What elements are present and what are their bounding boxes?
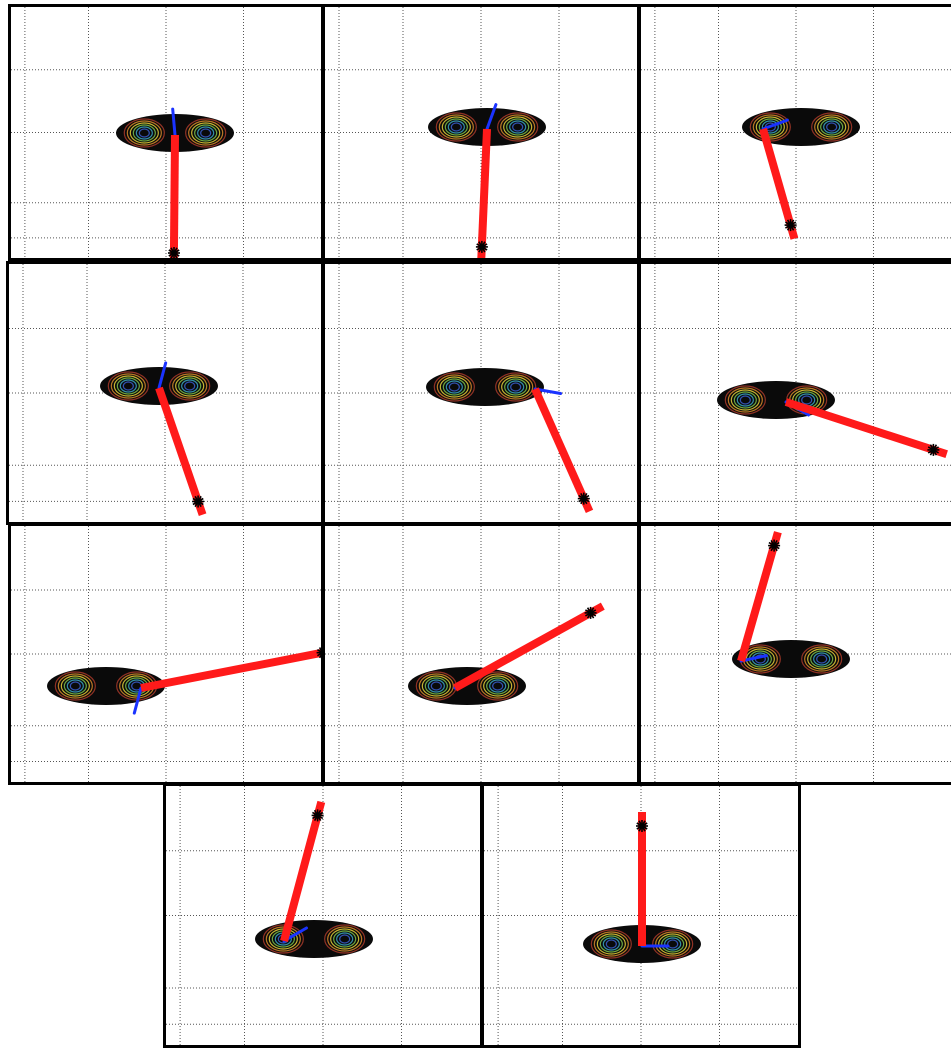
- tip-marker: [168, 247, 180, 258]
- tip-marker: [636, 820, 648, 832]
- snapshot-plot: [325, 526, 637, 782]
- tip-marker: [584, 606, 597, 619]
- pendulum-rod: [169, 134, 179, 258]
- snapshot-frame-4: [6, 261, 324, 525]
- snapshot-plot: [641, 7, 951, 258]
- snapshot-frame-8: [322, 523, 640, 785]
- grid-lines: [166, 786, 480, 1045]
- tip-marker: [192, 495, 205, 508]
- snapshot-plot: [641, 264, 951, 522]
- grid-lines: [641, 264, 951, 522]
- tip-marker: [316, 647, 321, 659]
- tip-marker: [784, 219, 797, 232]
- rigid-body-ellipse: [116, 114, 234, 152]
- pendulum-rod: [784, 398, 948, 459]
- pendulum-rod: [280, 800, 326, 943]
- snapshot-frame-2: [322, 4, 640, 261]
- grid-lines: [11, 526, 321, 782]
- pendulum-rod: [477, 128, 491, 258]
- pendulum-rod: [759, 127, 799, 240]
- tip-marker: [475, 240, 488, 253]
- direction-marker: [761, 118, 789, 131]
- snapshot-frame-7: [8, 523, 324, 785]
- rigid-body-ellipse: [408, 667, 526, 705]
- pendulum-rod: [140, 648, 321, 692]
- grid-lines: [325, 526, 637, 782]
- snapshot-frame-5: [322, 261, 640, 525]
- pendulum-rod: [531, 387, 594, 514]
- direction-marker: [157, 361, 168, 390]
- snapshot-plot: [484, 786, 798, 1045]
- direction-marker: [132, 686, 143, 715]
- snapshot-frame-6: [638, 261, 951, 525]
- pendulum-rod: [155, 386, 207, 517]
- grid-lines: [641, 526, 951, 782]
- snapshot-frame-1: [8, 4, 324, 261]
- snapshot-frame-11: [481, 783, 801, 1048]
- grid-lines: [11, 7, 321, 258]
- snapshot-plot: [166, 786, 480, 1045]
- rigid-body-ellipse: [255, 920, 373, 958]
- direction-marker: [171, 107, 177, 137]
- snapshot-frame-9: [638, 523, 951, 785]
- snapshot-frame-10: [163, 783, 483, 1048]
- snapshot-frame-3: [638, 4, 951, 261]
- tip-marker: [927, 443, 940, 456]
- snapshot-plot: [325, 7, 637, 258]
- rigid-body-ellipse: [426, 368, 544, 406]
- grid-lines: [641, 7, 951, 258]
- tip-marker: [577, 492, 590, 505]
- pendulum-rod: [737, 531, 782, 663]
- tip-marker: [768, 539, 781, 552]
- snapshot-plot: [641, 526, 951, 782]
- snapshot-plot: [325, 264, 637, 522]
- rigid-body-ellipse: [732, 640, 850, 678]
- snapshot-plot: [9, 264, 321, 522]
- direction-marker: [485, 103, 498, 131]
- pendulum-rod: [453, 602, 605, 692]
- tip-marker: [311, 809, 324, 822]
- snapshot-plot: [11, 7, 321, 258]
- snapshot-plot: [11, 526, 321, 782]
- rigid-body-ellipse: [742, 108, 860, 146]
